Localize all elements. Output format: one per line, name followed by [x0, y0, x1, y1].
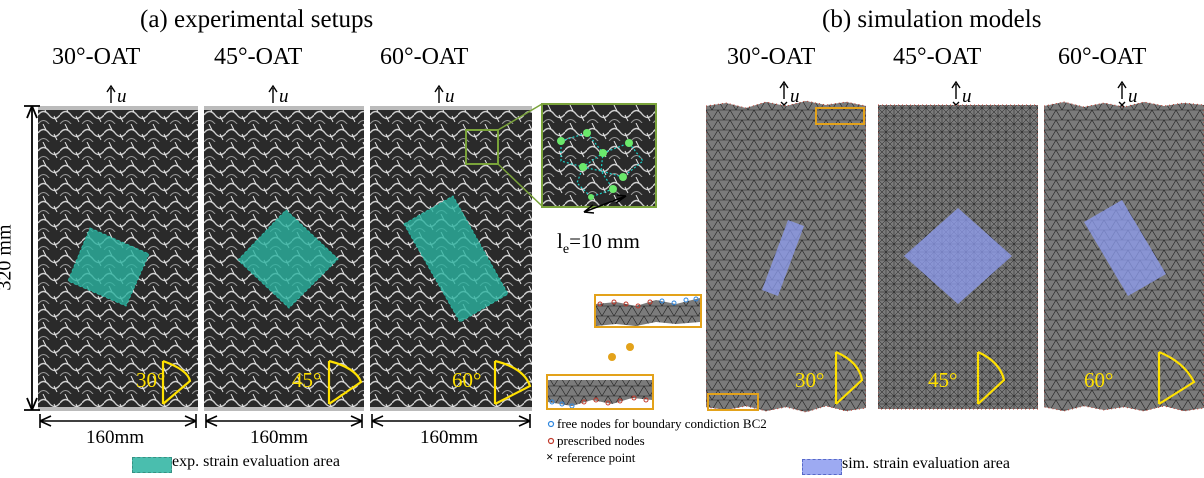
exp-col-title-30: 30°-OAT — [52, 44, 141, 70]
angle-label: 45° — [928, 368, 958, 392]
zoom-connector — [497, 103, 543, 207]
u-label: u — [445, 86, 455, 107]
sim-mesh-30 — [706, 100, 866, 414]
u-label: u — [1128, 86, 1138, 107]
panel-b-title: (b) simulation models — [822, 6, 1042, 33]
height-dimension — [24, 105, 40, 411]
exp-col-title-45: 45°-OAT — [214, 44, 303, 70]
u-label: u — [279, 86, 289, 107]
u-arrow-icon — [1117, 80, 1127, 115]
zoom-box — [465, 129, 499, 165]
width-label: 160mm — [420, 427, 479, 448]
exp-legend-label: exp. strain evaluation area — [172, 453, 340, 470]
angle-label: 30° — [795, 368, 825, 392]
reference-point-label: reference point — [557, 450, 636, 465]
reference-point-icon: × — [546, 449, 554, 464]
u-label: u — [117, 86, 127, 107]
u-label: u — [790, 86, 800, 107]
free-node-icon — [547, 420, 555, 428]
zoom-inset — [541, 103, 657, 208]
sim-mesh-60 — [1044, 100, 1204, 414]
panel-a-title: (a) experimental setups — [140, 6, 374, 33]
width-label: 160mm — [86, 427, 145, 448]
sim-col-title-30: 30°-OAT — [727, 44, 816, 70]
sim-strain-area — [904, 208, 1012, 304]
angle-label: 45° — [292, 368, 322, 392]
exp-strain-area — [67, 227, 150, 307]
u-arrow-icon — [434, 84, 444, 109]
exp-strain-area — [237, 209, 339, 309]
angle-label: 60° — [1084, 368, 1114, 392]
sim-mesh-45 — [878, 100, 1038, 414]
u-arrow-icon — [779, 80, 789, 115]
exp-photo-30 — [38, 106, 198, 411]
ellipsis-dots — [608, 343, 634, 361]
le-label: le=10 mm — [557, 229, 640, 258]
sim-legend-swatch — [802, 459, 842, 475]
width-dimensions — [39, 414, 531, 428]
sim-col-title-45: 45°-OAT — [893, 44, 982, 70]
bc-detail-bottom — [546, 374, 654, 410]
u-label: u — [962, 86, 972, 107]
height-label: 320 mm — [0, 224, 16, 291]
angle-label: 30° — [136, 368, 166, 392]
exp-photo-60 — [370, 106, 532, 411]
exp-col-title-60: 60°-OAT — [380, 44, 469, 70]
sim-col-title-60: 60°-OAT — [1058, 44, 1147, 70]
u-arrow-icon — [106, 84, 116, 109]
sim-legend-label: sim. strain evaluation area — [842, 455, 1010, 472]
u-arrow-icon — [268, 84, 278, 109]
angle-label: 60° — [452, 368, 482, 392]
exp-photo-45 — [204, 106, 364, 411]
u-arrow-icon — [951, 80, 961, 115]
prescribed-nodes-label: prescribed nodes — [557, 433, 645, 448]
exp-legend-swatch — [132, 457, 172, 473]
le-dimension — [583, 194, 627, 214]
free-nodes-label: free nodes for boundary condiction BC2 — [557, 416, 767, 431]
width-label: 160mm — [250, 427, 309, 448]
prescribed-node-icon — [547, 437, 555, 445]
bc-detail-top — [594, 294, 702, 328]
exp-strain-area — [403, 195, 509, 323]
sim-strain-area — [1084, 200, 1166, 296]
sim-strain-area — [762, 220, 804, 296]
